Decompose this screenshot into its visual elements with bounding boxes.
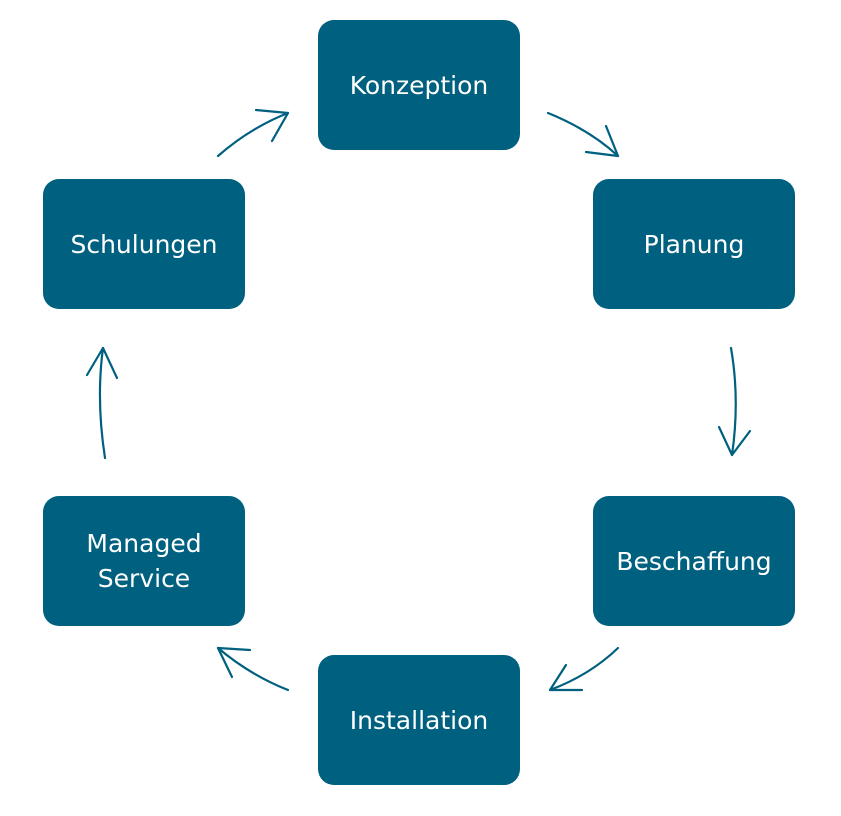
step-label: Konzeption bbox=[349, 70, 489, 100]
step-konzeption: Konzeption bbox=[318, 20, 520, 150]
arrow-planung-to-beschaffung bbox=[717, 346, 752, 457]
step-schulungen: Schulungen bbox=[43, 179, 245, 309]
arrow-installation-to-managed-service bbox=[216, 646, 290, 692]
step-managed-service: Managed Service bbox=[43, 496, 245, 626]
arrow-schulungen-to-konzeption bbox=[216, 108, 290, 158]
step-beschaffung: Beschaffung bbox=[593, 496, 795, 626]
arrow-konzeption-to-planung bbox=[546, 111, 620, 158]
arrow-managed-service-to-schulungen bbox=[85, 346, 119, 460]
step-label: Managed Service bbox=[86, 529, 202, 593]
step-label: Schulungen bbox=[70, 229, 218, 259]
step-installation: Installation bbox=[318, 655, 520, 785]
step-label: Planung bbox=[643, 229, 745, 259]
step-label: Installation bbox=[349, 705, 489, 735]
arrow-beschaffung-to-installation bbox=[548, 646, 620, 692]
step-label: Beschaffung bbox=[616, 546, 772, 576]
step-planung: Planung bbox=[593, 179, 795, 309]
